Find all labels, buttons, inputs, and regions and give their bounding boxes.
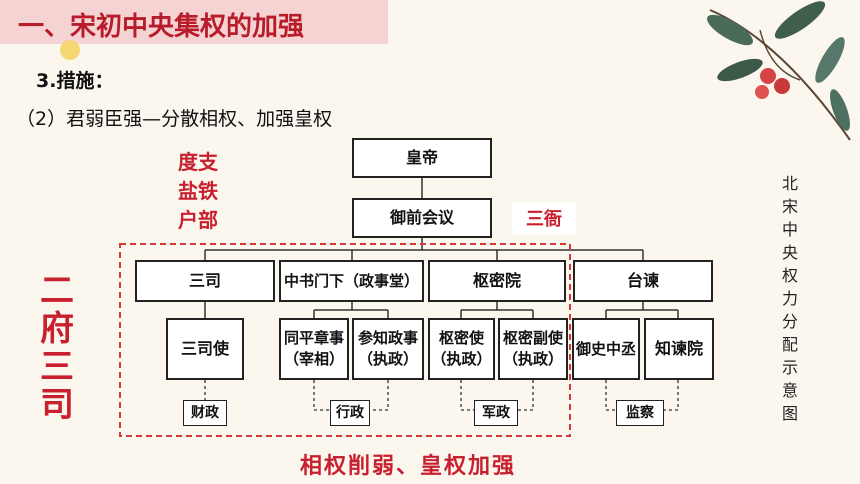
council-label: 御前会议 (389, 208, 454, 227)
side-title-char: 北 (782, 174, 799, 193)
erfusansi-vertical: 二 府 三 司 (40, 272, 74, 424)
sansi-subdivisions: 度支 盐铁 户部 (178, 148, 218, 235)
erfusansi-char: 府 (40, 309, 74, 349)
canzhi-title: 参知政事 (357, 329, 418, 347)
emperor-label: 皇帝 (405, 148, 438, 167)
side-title-char: 权 (782, 266, 799, 285)
tongping-box: 同平章事 （宰相） (279, 318, 349, 380)
taijian-box: 台谏 (573, 260, 713, 302)
title-bar (0, 0, 388, 44)
canzhi-box: 参知政事 （执政） (352, 318, 424, 380)
military-label: 军政 (482, 405, 510, 421)
shumi-box: 枢密院 (428, 260, 566, 302)
supervision-box: 监察 (616, 400, 664, 426)
erfusansi-char: 三 (40, 347, 74, 387)
side-title-char: 中 (782, 220, 799, 239)
council-box: 御前会议 (352, 198, 492, 238)
side-title-char: 配 (782, 335, 799, 354)
zhijian-label: 知谏院 (654, 339, 703, 358)
tongping-title: 同平章事 (283, 329, 344, 347)
taijian-label: 台谏 (626, 271, 659, 290)
sansi-label: 三司 (188, 271, 221, 290)
canzhi-role: （执政） (357, 350, 418, 368)
sansi-box: 三司 (135, 260, 275, 302)
erfusansi-char: 司 (40, 385, 74, 425)
shumi-shi-box: 枢密使 （执政） (428, 318, 495, 380)
admin-box: 行政 (330, 400, 370, 426)
side-title-char: 示 (782, 358, 799, 377)
page-title: 一、宋初中央集权的加强 (18, 12, 305, 42)
zhongshu-label: 中书门下（政事堂） (283, 272, 419, 290)
emperor-box: 皇帝 (352, 138, 492, 178)
shumi-fu-title: 枢密副使 (502, 329, 563, 347)
erfusansi-char: 二 (40, 271, 74, 311)
sanya-label-box: 三衙 (512, 202, 576, 234)
sansi-shi-label: 三司使 (180, 339, 229, 358)
shumi-label: 枢密院 (472, 271, 521, 290)
side-title-char: 宋 (782, 197, 799, 216)
duzhi-label: 度支 (178, 150, 218, 174)
side-title-char: 央 (782, 243, 799, 262)
sansi-shi-box: 三司使 (166, 318, 244, 380)
yushi-box: 御史中丞 (572, 318, 640, 380)
yantie-label: 盐铁 (178, 179, 218, 203)
military-box: 军政 (474, 400, 518, 426)
decorative-dot (60, 40, 80, 60)
conclusion-text: 相权削弱、皇权加强 (300, 453, 517, 479)
branch-decoration-icon (707, 1, 851, 141)
hubu-label: 户部 (178, 208, 218, 232)
side-title-char: 图 (782, 404, 799, 423)
point-label: （2）君弱臣强—分散相权、加强皇权 (16, 108, 333, 130)
side-title-char: 力 (782, 289, 799, 308)
supervision-label: 监察 (626, 405, 654, 421)
yushi-label: 御史中丞 (575, 340, 636, 358)
finance-label: 财政 (191, 405, 219, 421)
shumi-fu-role: （执政） (502, 350, 563, 368)
admin-label: 行政 (336, 405, 364, 421)
shumi-shi-role: （执政） (431, 350, 492, 368)
side-title-char: 分 (782, 312, 799, 331)
zhijian-box: 知谏院 (644, 318, 714, 380)
sanya-label: 三衙 (526, 209, 562, 230)
step-label: 3.措施： (36, 70, 114, 92)
side-title-char: 意 (782, 381, 799, 400)
shumi-fu-box: 枢密副使 （执政） (498, 318, 568, 380)
zhongshu-box: 中书门下（政事堂） (279, 260, 424, 302)
tongping-role: （宰相） (283, 350, 344, 368)
side-title-vertical: 北 宋 中 央 权 力 分 配 示 意 图 (782, 172, 798, 425)
finance-box: 财政 (183, 400, 227, 426)
shumi-shi-title: 枢密使 (438, 329, 484, 347)
